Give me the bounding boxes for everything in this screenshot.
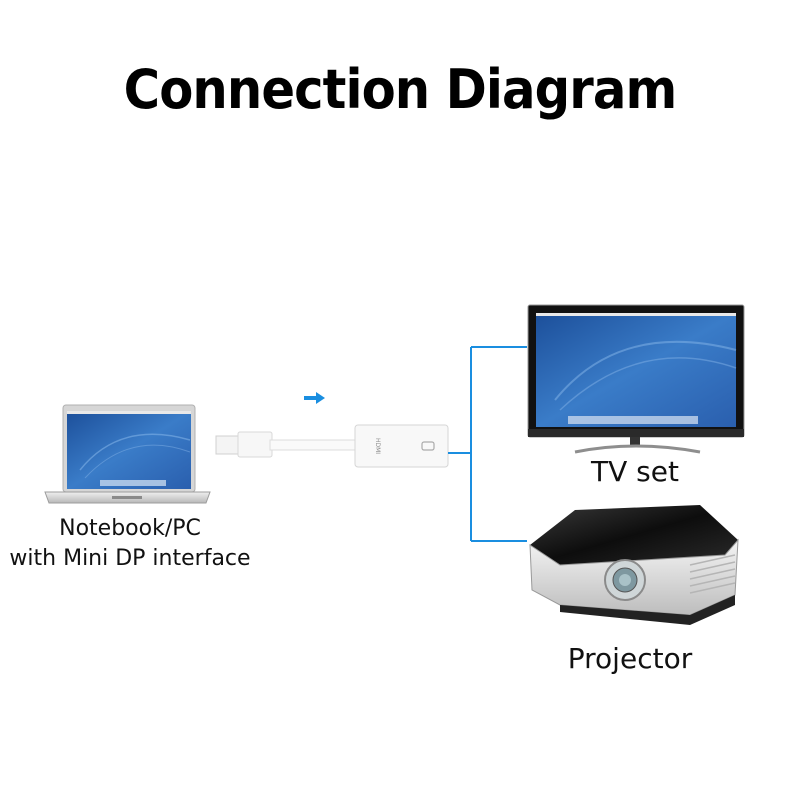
notebook-icon [44, 404, 211, 504]
arrow-right-icon [304, 392, 325, 404]
adapter-text: HDMI [374, 438, 381, 454]
notebook-label: Notebook/PC with Mini DP interface [0, 514, 260, 574]
notebook-label-line1: Notebook/PC [59, 516, 201, 541]
projector-label: Projector [567, 642, 693, 675]
projector-icon [529, 505, 739, 625]
tv-icon [527, 304, 745, 454]
connector-lines [448, 346, 527, 542]
notebook-label-line2: with Mini DP interface [9, 546, 251, 571]
tv-label: TV set [591, 455, 679, 488]
hdmi-port-icon [421, 441, 435, 451]
diagram-title: Connection Diagram [123, 58, 678, 121]
adapter-icon: HDMI [215, 424, 449, 468]
